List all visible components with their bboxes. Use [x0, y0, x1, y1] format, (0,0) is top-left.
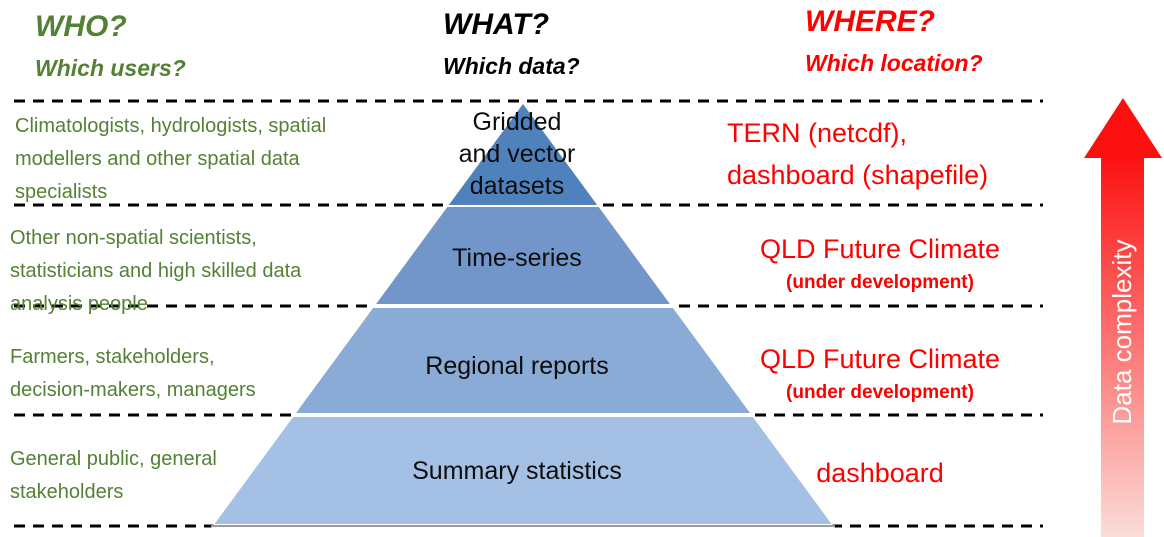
where-row-qld-future-climate-1: QLD Future Climate: [759, 234, 1001, 264]
pyramid-label-time-series: Time-series: [452, 244, 582, 272]
where-title: WHERE?: [805, 5, 935, 38]
who-row-specialists: Climatologists, hydrologists, spatial mo…: [15, 115, 327, 203]
data-complexity-arrow: [1084, 98, 1162, 537]
where-row-tern-dashboard: TERN (netcdf), dashboard (shapefile): [727, 118, 989, 190]
where-note-under-development-1: (under development): [786, 272, 974, 293]
pyramid-layer-time-series: [376, 207, 670, 304]
who-row-general-public: General public, general stakeholders: [10, 448, 217, 503]
what-header: WHAT? Which data?: [443, 8, 580, 79]
pyramid-layer-regional-reports: [296, 308, 750, 413]
where-note-under-development-2: (under development): [786, 382, 974, 403]
who-row-farmers: Farmers, stakeholders, decision-makers, …: [10, 346, 256, 401]
where-row-qld-future-climate-2: QLD Future Climate: [759, 344, 1001, 374]
where-subtitle: Which location?: [805, 50, 983, 76]
who-header: WHO? Which users?: [35, 10, 186, 81]
arrow-head-icon: [1084, 98, 1162, 158]
what-subtitle: Which data?: [443, 53, 580, 79]
pyramid-base-line: [211, 525, 835, 527]
pyramid-label-summary-statistics: Summary statistics: [412, 457, 622, 485]
pyramid-layer-gridded-vector-datasets: [448, 104, 598, 205]
pyramid-label-gridded-vector-datasets: Gridded and vector datasets: [458, 108, 576, 200]
data-complexity-label: Data complexity: [1107, 239, 1137, 425]
what-title: WHAT?: [443, 8, 550, 41]
who-title: WHO?: [35, 10, 127, 43]
where-row-dashboard: dashboard: [816, 458, 944, 488]
pyramid-label-regional-reports: Regional reports: [425, 352, 609, 380]
where-header: WHERE? Which location?: [805, 5, 983, 76]
who-row-scientists: Other non-spatial scientists, statistici…: [10, 227, 302, 315]
pyramid-layer-summary-statistics: [214, 417, 832, 524]
who-subtitle: Which users?: [35, 55, 186, 81]
arrow-shaft: [1101, 152, 1144, 537]
